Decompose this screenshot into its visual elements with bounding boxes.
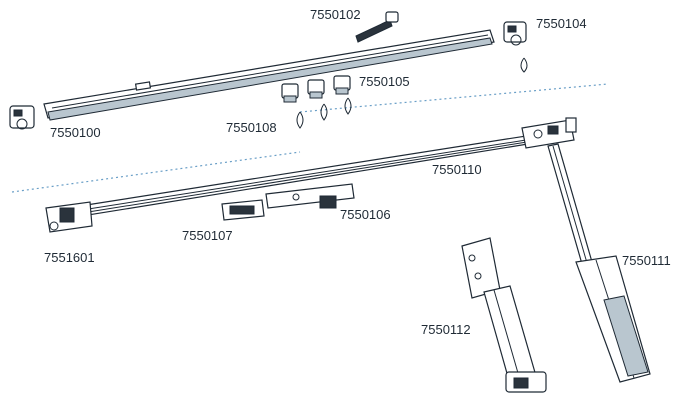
part-label-7550104: 7550104 [536, 16, 587, 31]
part-clip-7550102 [355, 11, 399, 43]
part-label-7550105: 7550105 [359, 74, 410, 89]
part-label-7551601: 7551601 [44, 250, 95, 265]
part-label-7550111: 7550111 [622, 253, 671, 268]
separator-line-lower [11, 151, 301, 193]
part-bracket-right [521, 117, 577, 149]
part-slider-7550107 [221, 199, 265, 221]
rail-top [43, 29, 495, 121]
part-label-7550108: 7550108 [226, 120, 277, 135]
part-leg-7550111 [547, 143, 651, 383]
part-endcap-left [9, 105, 35, 130]
part-label-7550102: 7550102 [310, 7, 361, 22]
part-label-7550106: 7550106 [340, 207, 391, 222]
part-sliders-7550105 [281, 75, 351, 103]
part-label-7550100: 7550100 [50, 125, 101, 140]
part-connector-7550106 [265, 183, 355, 209]
part-leg-7550112 [461, 237, 547, 393]
part-endcap-7550104 [503, 21, 528, 73]
part-label-7550107: 7550107 [182, 228, 233, 243]
part-bracket-7551601 [45, 201, 93, 233]
part-label-7550110: 7550110 [432, 162, 482, 177]
part-label-7550112: 7550112 [421, 322, 471, 337]
part-springs-7550108 [296, 97, 352, 129]
